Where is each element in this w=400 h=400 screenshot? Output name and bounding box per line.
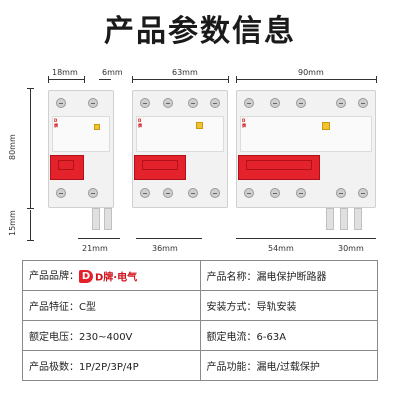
spec-function-cell: 产品功能：漏电/过载保护 <box>199 350 378 381</box>
spec-poles-cell: 产品极数：1P/2P/3P/4P <box>22 350 201 381</box>
spec-function-key: 产品功能： <box>206 362 257 373</box>
brand-logo-text: D牌·电气 <box>95 272 138 284</box>
dim-6mm: 6mm <box>102 68 123 77</box>
spec-feature-cell: 产品特征：C型 <box>22 290 201 321</box>
spec-name-value: 漏电保护断路器 <box>256 272 327 283</box>
spec-name-cell: 产品名称：漏电保护断路器 <box>199 260 378 291</box>
spec-voltage-value: 230~400V <box>79 332 133 343</box>
page-title: 产品参数信息 <box>104 14 296 49</box>
dim-80mm: 80mm <box>8 134 17 160</box>
spec-voltage-cell: 额定电压：230~400V <box>22 320 201 351</box>
table-row: 额定电压：230~400V 额定电流：6-63A <box>22 320 378 351</box>
spec-install-cell: 安装方式：导轨安装 <box>199 290 378 321</box>
spec-feature-value: C型 <box>79 302 96 313</box>
spec-current-cell: 额定电流：6-63A <box>199 320 378 351</box>
dim-18mm: 18mm <box>52 68 78 77</box>
spec-current-key: 额定电流： <box>206 332 257 343</box>
spec-poles-value: 1P/2P/3P/4P <box>79 362 139 373</box>
dim-30mm: 30mm <box>338 244 364 253</box>
table-row: 产品极数：1P/2P/3P/4P 产品功能：漏电/过载保护 <box>22 350 378 381</box>
spec-voltage-key: 额定电压： <box>29 332 79 343</box>
spec-poles-key: 产品极数： <box>29 362 79 373</box>
dim-21mm: 21mm <box>82 244 108 253</box>
dim-54mm: 54mm <box>268 244 294 253</box>
spec-feature-key: 产品特征： <box>29 302 79 313</box>
spec-install-value: 导轨安装 <box>256 302 297 313</box>
spec-install-key: 安装方式： <box>206 302 257 313</box>
brand-logo-icon: D <box>79 269 93 283</box>
dim-90mm: 90mm <box>298 68 324 77</box>
spec-name-key: 产品名称： <box>206 272 257 283</box>
dim-63mm: 63mm <box>172 68 198 77</box>
spec-function-value: 漏电/过载保护 <box>256 362 320 373</box>
spec-current-value: 6-63A <box>256 332 287 343</box>
table-row: 产品特征：C型 安装方式：导轨安装 <box>22 290 378 321</box>
dim-15mm: 15mm <box>8 210 17 236</box>
spec-brand-key: 产品品牌： <box>29 271 79 283</box>
dim-36mm: 36mm <box>152 244 178 253</box>
